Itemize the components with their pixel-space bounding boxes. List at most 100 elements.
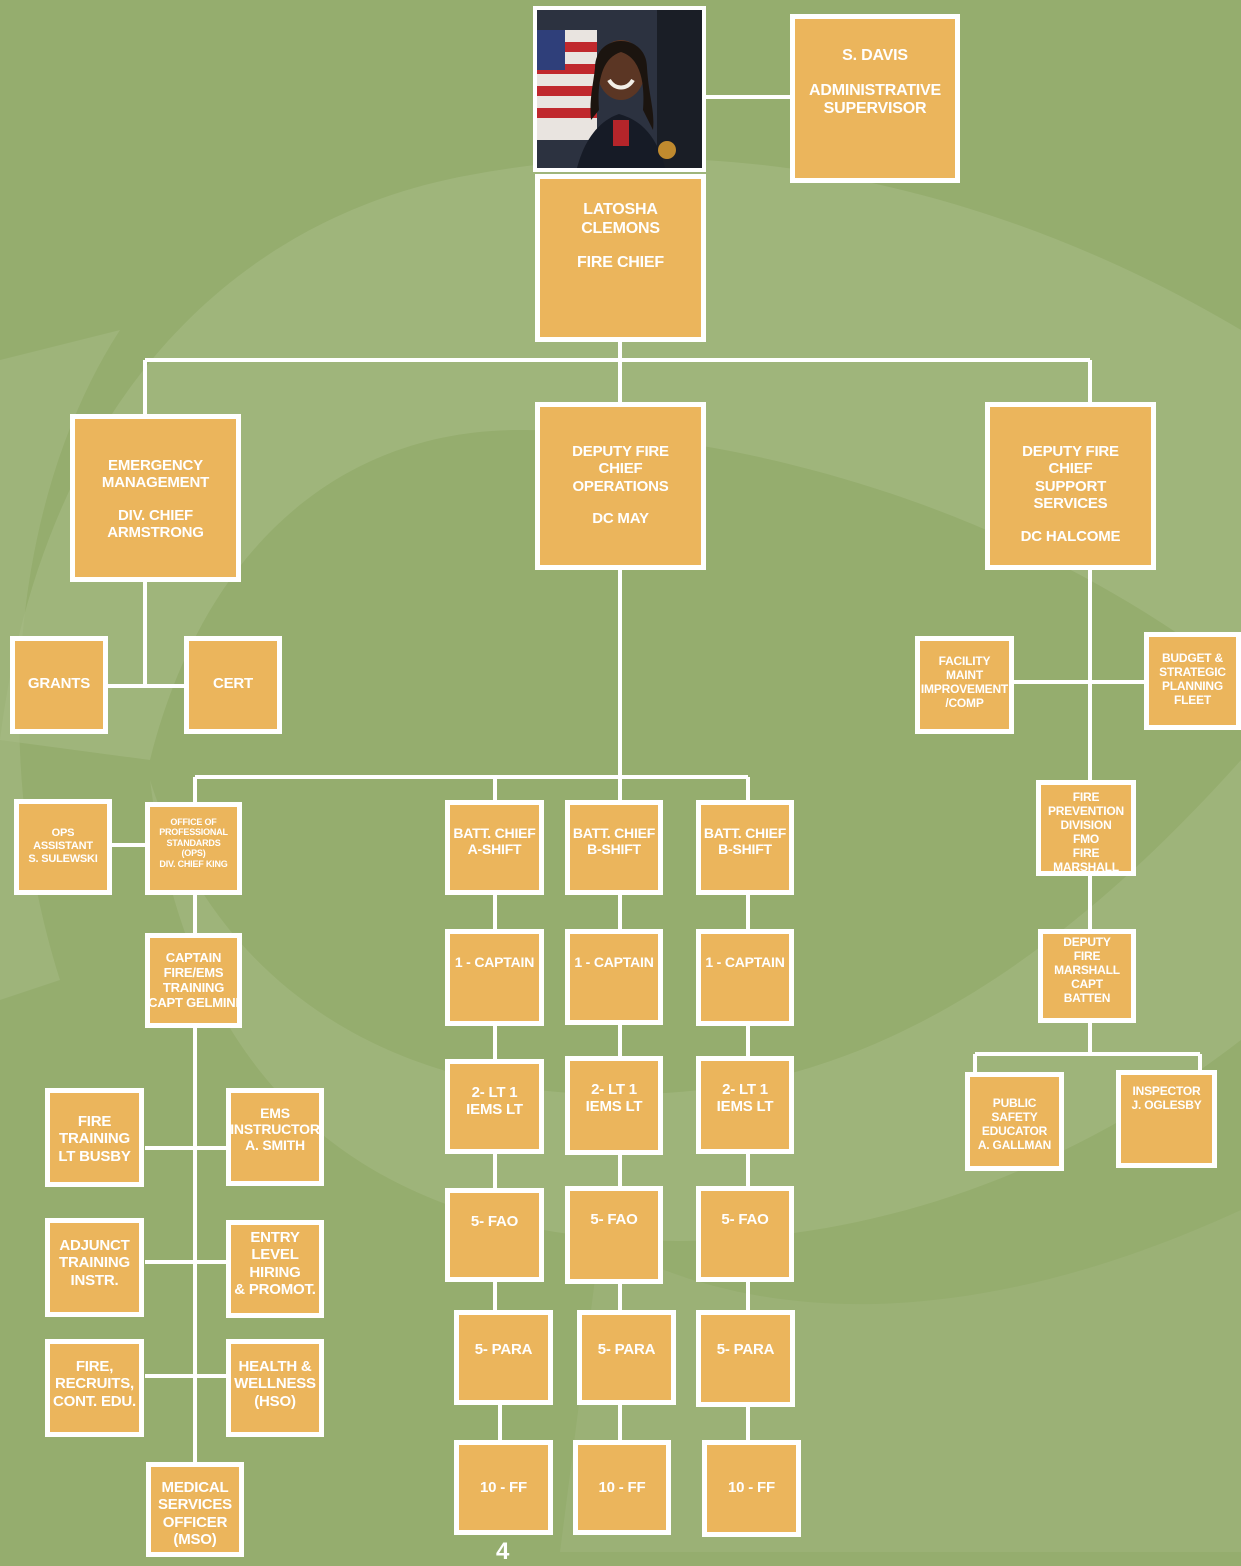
box-budget-strategic-planning-line: PLANNING	[1161, 678, 1224, 693]
box-captain-fire-ems-training-line: CAPT GELMINI	[148, 995, 239, 1011]
box-batt-column-b-line: B-SHIFT	[587, 841, 641, 858]
box-medical-services-officer-line: SERVICES	[158, 1496, 232, 1514]
box-facility-maintenance-line: FACILITY	[938, 654, 991, 668]
box-ff-column-c: 10 - FF	[702, 1440, 801, 1537]
box-fire-prevention-division-line: MARSHALL	[1053, 859, 1119, 874]
box-medical-services-officer-line: (MSO)	[173, 1531, 217, 1549]
box-budget-strategic-planning-line: FLEET	[1174, 692, 1211, 707]
box-batt-column-c-line: B-SHIFT	[718, 841, 772, 858]
box-fire-training-line: LT BUSBY	[58, 1147, 131, 1165]
box-lt-column-c-line: 2- LT 1	[722, 1081, 768, 1098]
box-ff-column-a-line: 10 - FF	[480, 1479, 527, 1496]
box-cert: CERT	[184, 636, 282, 734]
box-inspector-line: INSPECTOR	[1132, 1084, 1201, 1098]
box-fire-recruits-education: FIRE,RECRUITS,CONT. EDU.	[45, 1339, 144, 1437]
box-lt-column-b-line: 2- LT 1	[591, 1081, 637, 1098]
box-deputy-fire-marshall-line: MARSHALL	[1054, 962, 1120, 977]
box-fire-recruits-education-line: RECRUITS,	[54, 1375, 135, 1393]
box-facility-maintenance-line: /COMP	[945, 695, 984, 710]
box-entry-level-hiring-line: LEVEL	[251, 1246, 299, 1264]
box-captain-fire-ems-training-line: TRAINING	[162, 980, 225, 996]
box-entry-level-hiring-line: & PROMOT.	[234, 1281, 316, 1299]
box-adjunct-training-line: ADJUNCT	[59, 1237, 130, 1254]
box-ff-column-b-line: 10 - FF	[598, 1479, 646, 1496]
box-batt-column-a-line: A-SHIFT	[467, 841, 522, 858]
box-captain-column-c: 1 - CAPTAIN	[696, 929, 794, 1026]
box-para-column-b-line: 5- PARA	[597, 1341, 656, 1358]
box-budget-strategic-planning-line: BUDGET &	[1161, 651, 1224, 665]
box-para-column-a-line: 5- PARA	[474, 1341, 533, 1358]
portrait-photo-icon	[537, 10, 702, 168]
box-fire-prevention-division-line: FIRE	[1072, 845, 1100, 860]
box-facility-maintenance-line: IMPROVEMENT	[920, 681, 1009, 696]
box-adjunct-training-line: TRAINING	[59, 1254, 130, 1272]
box-emergency-management-line: MANAGEMENT	[101, 474, 210, 492]
box-public-safety-educator-line: A. GALLMAN	[977, 1137, 1052, 1152]
box-office-professional-standards-line: PROFESSIONAL	[159, 827, 228, 838]
box-entry-level-hiring-line: ENTRY	[250, 1229, 300, 1246]
box-ems-instructor-line: INSTRUCTOR	[230, 1121, 320, 1138]
box-captain-column-a: 1 - CAPTAIN	[445, 929, 544, 1026]
box-fao-column-c-line: 5- FAO	[721, 1211, 769, 1228]
box-office-professional-standards-line: DIV. CHIEF KING	[159, 858, 228, 869]
box-emergency-management-line: ARMSTRONG	[107, 524, 204, 542]
box-emergency-management-line: EMERGENCY	[108, 457, 203, 474]
box-medical-services-officer-line: OFFICER	[162, 1513, 228, 1531]
box-health-wellness: HEALTH &WELLNESS(HSO)	[226, 1339, 324, 1437]
box-captain-column-a-line: 1 - CAPTAIN	[454, 954, 535, 970]
box-deputy-chief-support-services-line: DC HALCOME	[1020, 527, 1121, 545]
box-deputy-chief-operations-line: CHIEF	[598, 460, 643, 478]
box-deputy-fire-marshall-line: CAPT	[1071, 976, 1103, 991]
box-deputy-fire-marshall-line: BATTEN	[1063, 990, 1111, 1005]
box-deputy-chief-operations-line: DEPUTY FIRE	[572, 443, 669, 460]
box-captain-fire-ems-training-line: CAPTAIN	[165, 950, 222, 965]
box-captain-column-b: 1 - CAPTAIN	[565, 929, 663, 1025]
box-lt-column-b-line: IEMS LT	[585, 1098, 643, 1116]
box-ops-assistant-line: OPS	[51, 827, 75, 839]
box-fao-column-b-line: 5- FAO	[590, 1211, 638, 1228]
box-fire-chief-line: FIRE CHIEF	[577, 254, 664, 272]
box-deputy-chief-support-services-line: DEPUTY FIRE	[1022, 443, 1119, 460]
box-deputy-chief-support-services-line: CHIEF	[1048, 460, 1093, 478]
box-fao-column-a-line: 5- FAO	[470, 1213, 519, 1230]
box-deputy-fire-marshall-line: FIRE	[1073, 948, 1101, 963]
box-ff-column-b: 10 - FF	[573, 1440, 671, 1535]
box-office-professional-standards-line: OFFICE OF	[170, 817, 217, 827]
box-deputy-fire-marshall-line: DEPUTY	[1063, 935, 1111, 949]
box-fire-training-line: TRAINING	[59, 1130, 130, 1148]
box-fire-training-line: FIRE	[77, 1113, 112, 1130]
box-fao-column-b: 5- FAO	[565, 1186, 663, 1284]
box-facility-maintenance-line: MAINT	[946, 667, 983, 682]
box-deputy-chief-support-services-line: SERVICES	[1033, 495, 1108, 513]
box-fao-column-c: 5- FAO	[696, 1186, 794, 1282]
box-captain-column-c-line: 1 - CAPTAIN	[705, 954, 785, 970]
box-fire-recruits-education-line: FIRE,	[75, 1358, 114, 1375]
box-office-professional-standards-line: (OPS)	[181, 848, 206, 859]
box-grants: GRANTS	[10, 636, 108, 734]
fire-chief-photo	[533, 6, 706, 172]
box-ff-column-a: 10 - FF	[454, 1440, 553, 1535]
box-fire-prevention-division-line: FIRE	[1072, 790, 1100, 804]
box-para-column-c: 5- PARA	[696, 1310, 795, 1407]
box-fire-chief-line: LATOSHA	[583, 201, 658, 218]
box-lt-column-a-line: 2- LT 1	[471, 1084, 518, 1101]
box-para-column-c-line: 5- PARA	[716, 1341, 775, 1358]
box-office-professional-standards-line: STANDARDS	[166, 837, 221, 848]
box-lt-column-c-line: IEMS LT	[716, 1098, 774, 1116]
box-public-safety-educator-line: PUBLIC	[992, 1096, 1037, 1110]
